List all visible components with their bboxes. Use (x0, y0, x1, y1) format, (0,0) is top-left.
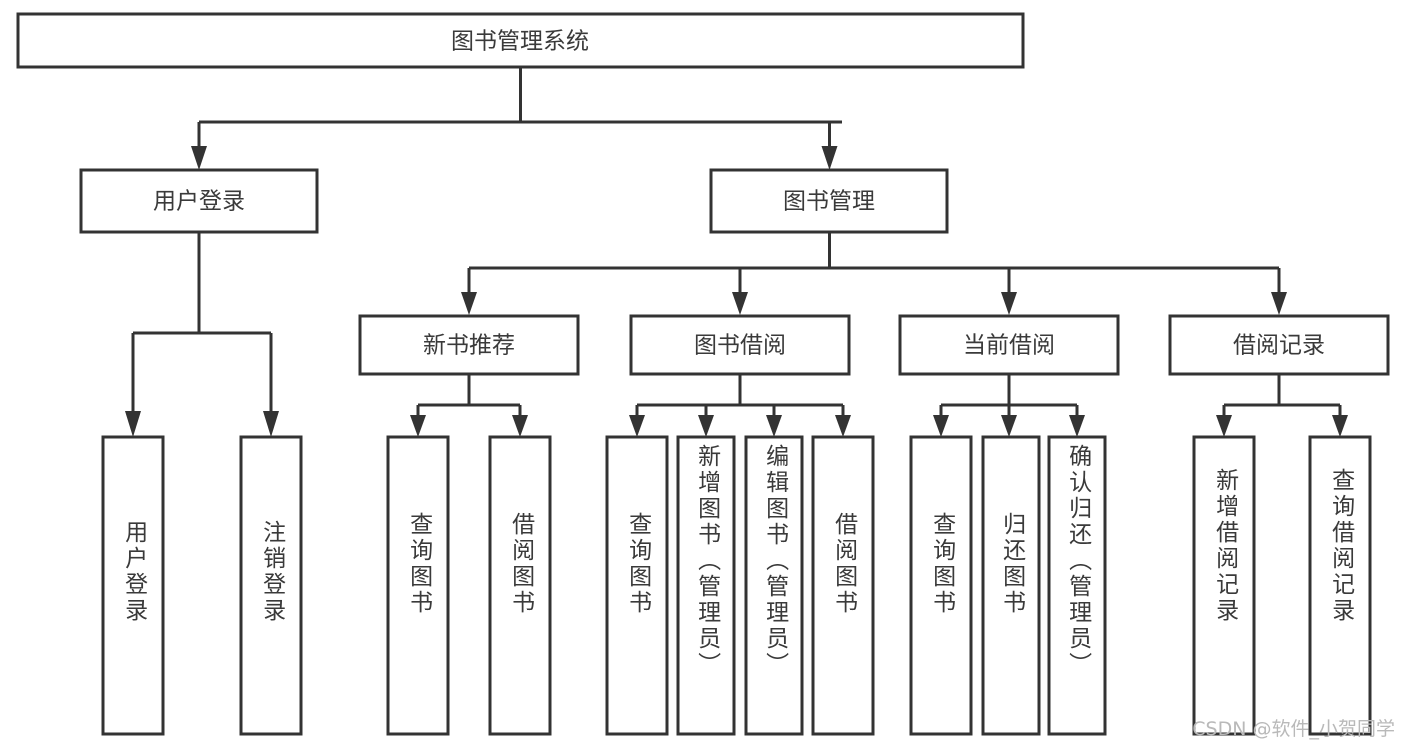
node-root[interactable]: 图书管理系统 (16, 12, 1025, 69)
leaf-node-edit-book-admin[interactable] (744, 435, 804, 736)
leaf-node-query-book-recommend[interactable] (386, 435, 450, 736)
connector-bookborrow-to-leaves (629, 374, 851, 437)
node-book-management[interactable]: 图书管理 (709, 168, 949, 234)
csdn-watermark: CSDN @软件_小贺同学 (1192, 718, 1395, 740)
connector-newbook-to-leaves (410, 374, 528, 437)
leaf-node-borrow-book[interactable] (811, 435, 875, 736)
node-book-borrow[interactable]: 图书借阅 (629, 314, 851, 376)
leaf-node-confirm-return-admin[interactable] (1047, 435, 1107, 736)
node-current-borrow[interactable]: 当前借阅 (898, 314, 1120, 376)
node-borrow-record[interactable]: 借阅记录 (1168, 314, 1390, 376)
node-borrow-record-label: 借阅记录 (1233, 333, 1325, 359)
leaf-node-user-login[interactable] (101, 435, 165, 736)
node-book-management-label: 图书管理 (783, 189, 875, 215)
leaf-node-borrow-book-recommend[interactable] (488, 435, 552, 736)
leaf-node-query-book-borrow[interactable] (605, 435, 669, 736)
leaf-node-query-borrow-record[interactable] (1308, 435, 1372, 736)
connector-currentborrow-to-leaves (933, 374, 1085, 437)
node-new-book-recommend[interactable]: 新书推荐 (358, 314, 580, 376)
leaf-node-add-borrow-record[interactable] (1192, 435, 1256, 736)
connector-root-to-level2 (191, 67, 842, 170)
connector-borrowrecord-to-leaves (1216, 374, 1348, 437)
node-book-borrow-label: 图书借阅 (694, 333, 786, 359)
connector-bookmgmt-to-level3 (461, 232, 1287, 315)
node-root-label: 图书管理系统 (451, 29, 589, 55)
node-current-borrow-label: 当前借阅 (963, 333, 1055, 359)
leaf-node-query-book-current[interactable] (909, 435, 973, 736)
node-new-book-recommend-label: 新书推荐 (423, 333, 515, 359)
node-user-login[interactable]: 用户登录 (79, 168, 319, 234)
connector-userlogin-to-leaves (125, 232, 279, 437)
leaf-node-logout[interactable] (239, 435, 303, 736)
leaf-node-add-book-admin[interactable] (676, 435, 736, 736)
leaf-node-return-book[interactable] (981, 435, 1041, 736)
node-user-login-label: 用户登录 (153, 189, 245, 215)
